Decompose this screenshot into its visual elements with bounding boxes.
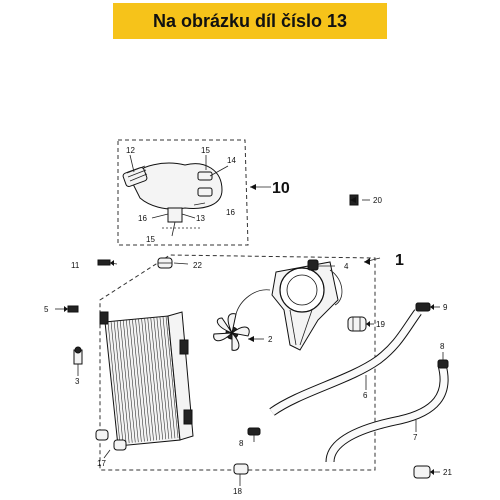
radiator-fin bbox=[141, 318, 154, 441]
label-20: 20 bbox=[373, 196, 382, 205]
hose-6 bbox=[269, 309, 422, 416]
label-22: 22 bbox=[193, 261, 202, 270]
radiator-fin bbox=[147, 317, 160, 440]
banner-text: Na obrázku díl číslo 13 bbox=[152, 10, 348, 31]
clip-4 bbox=[307, 259, 319, 271]
radiator-fin bbox=[135, 319, 148, 442]
radiator-fin bbox=[162, 316, 176, 439]
radiator-fin bbox=[159, 316, 173, 439]
clamp-21 bbox=[413, 465, 431, 479]
label-8-right: 8 bbox=[440, 342, 445, 351]
clamp-8-right bbox=[437, 359, 449, 369]
radiator-fin bbox=[165, 315, 179, 439]
radiator-fin bbox=[150, 317, 164, 440]
bolt-11 bbox=[97, 259, 111, 266]
screw-5 bbox=[67, 305, 79, 313]
radiator-fin bbox=[153, 317, 167, 440]
label-3: 3 bbox=[75, 377, 80, 386]
clamp-22 bbox=[157, 257, 173, 269]
radiator-fin bbox=[110, 321, 124, 444]
radiator-fin bbox=[132, 319, 145, 442]
radiator-fin bbox=[107, 321, 121, 445]
clamp-17 bbox=[95, 429, 127, 451]
label-4: 4 bbox=[344, 262, 349, 271]
radiator-group-outline bbox=[99, 254, 376, 471]
label-8-left: 8 bbox=[239, 439, 244, 448]
label-19: 19 bbox=[376, 320, 385, 329]
label-16-left: 16 bbox=[138, 214, 147, 223]
radiator bbox=[99, 311, 194, 447]
fan-shroud bbox=[271, 261, 343, 351]
radiator-fin bbox=[144, 318, 157, 441]
label-9: 9 bbox=[443, 303, 448, 312]
clamp-9 bbox=[415, 302, 431, 312]
label-2: 2 bbox=[268, 335, 273, 344]
label-16-right: 16 bbox=[226, 208, 235, 217]
label-15-bottom: 15 bbox=[146, 235, 155, 244]
label-12: 12 bbox=[126, 146, 135, 155]
label-21: 21 bbox=[443, 468, 452, 477]
label-6: 6 bbox=[363, 391, 368, 400]
label-17: 17 bbox=[97, 459, 106, 468]
label-10: 10 bbox=[272, 180, 290, 197]
radiator-fin bbox=[138, 318, 151, 441]
radiator-fin bbox=[156, 316, 170, 439]
label-11: 11 bbox=[71, 261, 80, 270]
label-5: 5 bbox=[44, 305, 49, 314]
radiator-fin bbox=[126, 320, 139, 443]
reservoir-group-outline bbox=[117, 139, 249, 246]
hose-7 bbox=[325, 363, 449, 463]
label-1: 1 bbox=[395, 252, 404, 269]
clamp-19 bbox=[347, 316, 367, 332]
sensor-3 bbox=[73, 346, 83, 365]
title-banner: Na obrázku díl číslo 13 bbox=[113, 3, 387, 39]
radiator-fin bbox=[113, 321, 127, 444]
clamp-8-left bbox=[247, 427, 261, 436]
reservoir-tank bbox=[122, 162, 223, 237]
clamp-18 bbox=[233, 463, 249, 475]
label-13: 13 bbox=[196, 214, 205, 223]
label-14: 14 bbox=[227, 156, 236, 165]
fan-blades bbox=[213, 289, 271, 351]
radiator-fin bbox=[129, 319, 142, 442]
radiator-fin bbox=[122, 320, 136, 443]
radiator-fin bbox=[116, 321, 130, 444]
label-18: 18 bbox=[233, 487, 242, 496]
label-15-top: 15 bbox=[201, 146, 210, 155]
label-7: 7 bbox=[413, 433, 418, 442]
radiator-fin bbox=[119, 320, 133, 443]
